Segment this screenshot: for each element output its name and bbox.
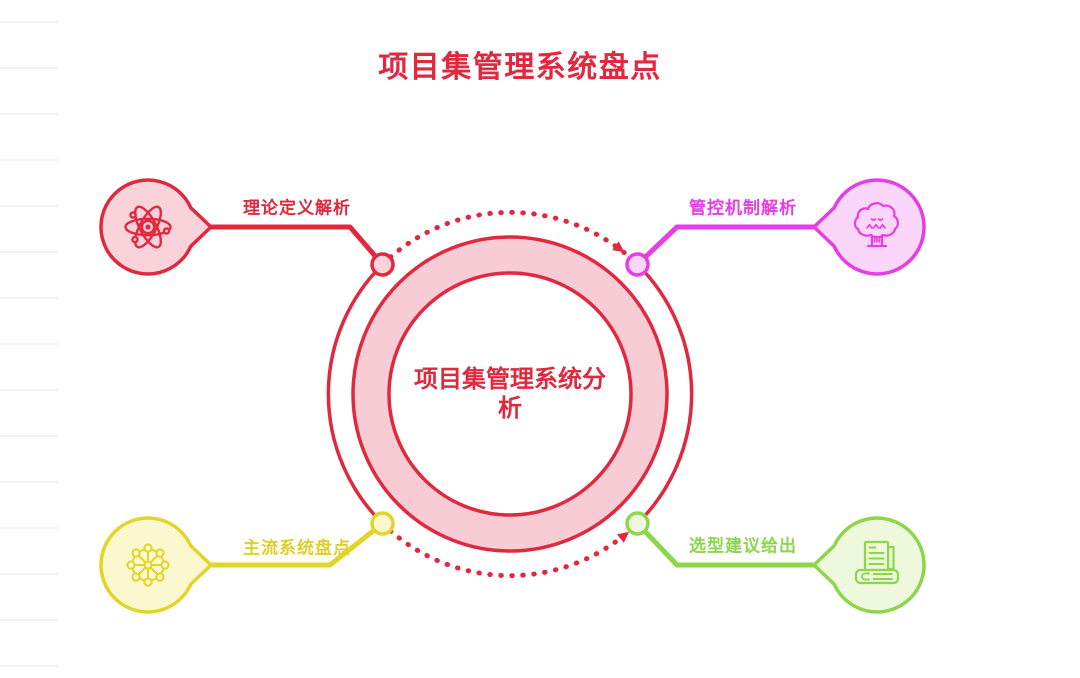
arrowhead-bottom-icon xyxy=(617,531,630,543)
connector-bottom-left xyxy=(197,521,385,568)
branch-node-bottom-right xyxy=(625,511,650,536)
page-title: 项目集管理系统盘点 xyxy=(378,51,662,84)
tree-icon xyxy=(853,202,899,248)
branch-node-top-right xyxy=(625,252,650,277)
ring-arc-right-solid xyxy=(636,263,694,525)
center-topic-circle[interactable] xyxy=(387,271,633,517)
connector-top-left xyxy=(197,224,385,267)
branch-label-top-right[interactable]: 管控机制解析 xyxy=(689,198,797,218)
network-wheel-icon xyxy=(126,543,170,587)
ring-arc-top-dotted xyxy=(380,209,640,267)
center-topic-label[interactable]: 项目集管理系统分析 xyxy=(414,366,606,422)
connector-bottom-right xyxy=(635,521,857,568)
arrowhead-top-icon xyxy=(612,241,625,253)
branch-label-bottom-right[interactable]: 选型建议给出 xyxy=(689,536,797,556)
ring-arc-left-solid xyxy=(326,263,384,525)
branch-node-bottom-left xyxy=(370,511,395,536)
branch-node-top-left xyxy=(370,252,395,277)
connector-top-right xyxy=(635,224,857,267)
books-icon xyxy=(854,540,900,585)
branch-label-bottom-left[interactable]: 主流系统盘点 xyxy=(243,538,351,558)
ring-arc-bottom-dotted xyxy=(380,521,640,579)
topic-circle-top-right[interactable] xyxy=(812,178,926,276)
branch-label-top-left[interactable]: 理论定义解析 xyxy=(243,198,351,218)
atom-icon xyxy=(124,205,172,249)
